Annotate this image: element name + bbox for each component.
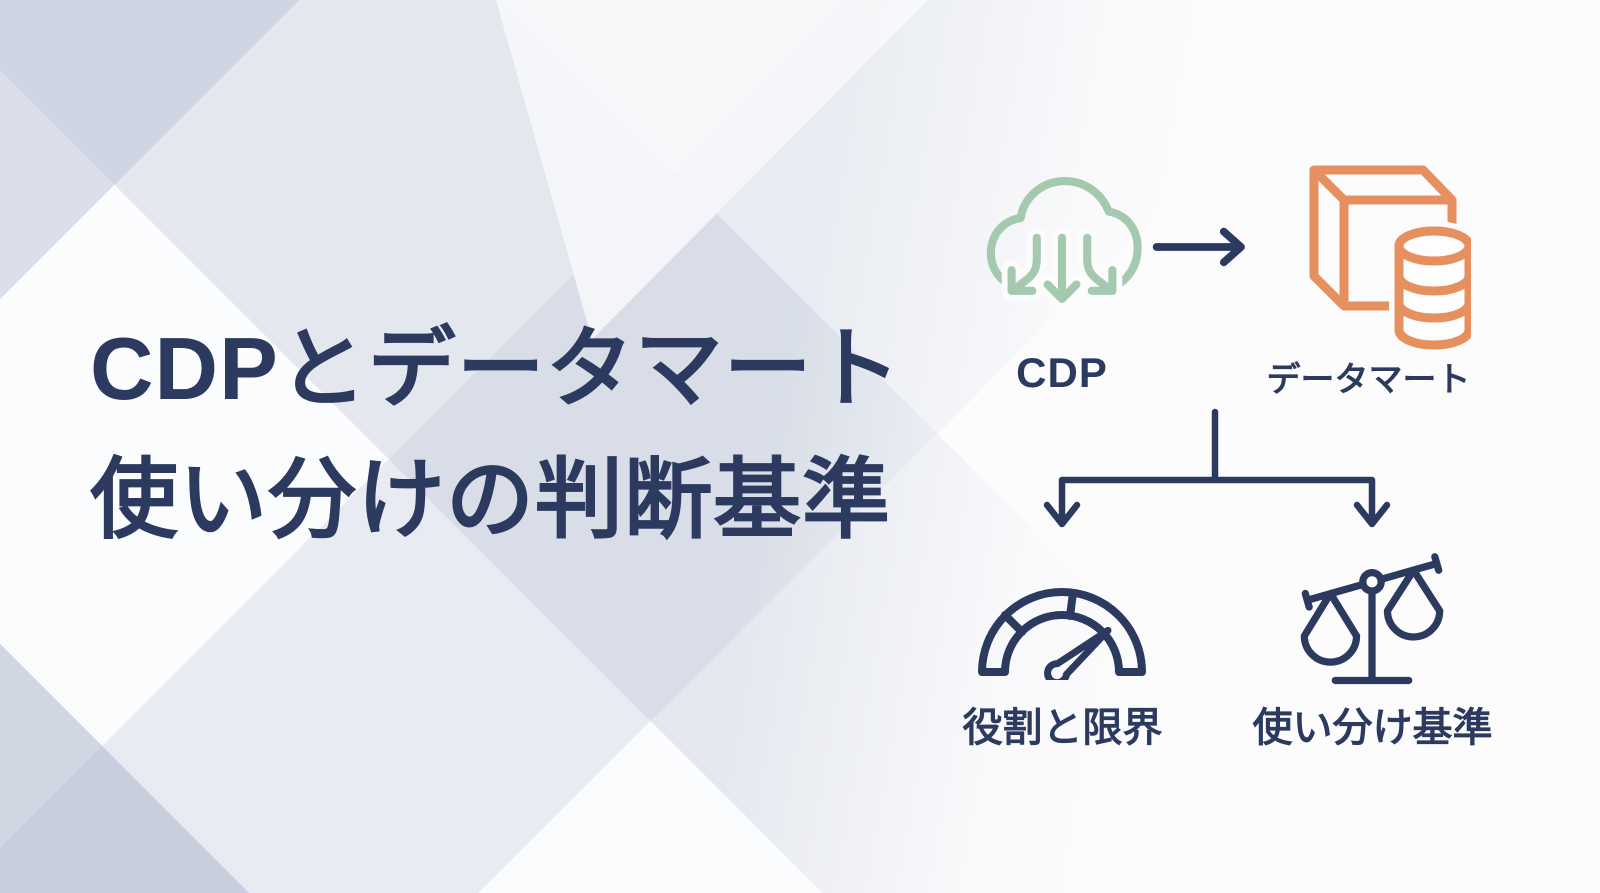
gauge-needle [1044, 626, 1112, 680]
arrow-right-icon [1152, 227, 1245, 267]
datamart-label: データマート [1266, 361, 1471, 399]
gauge-icon [978, 588, 1146, 680]
roles-label: 役割と限界 [962, 706, 1163, 750]
title-line-1: CDPとデータマート [90, 319, 902, 418]
database-cylinder [1389, 221, 1471, 353]
scale-pivot [1359, 569, 1385, 595]
branch-connector-icon [1043, 408, 1391, 528]
cdp-label: CDP [1016, 349, 1108, 396]
cloud-download-icon [986, 177, 1142, 309]
criteria-label: 使い分け基準 [1252, 706, 1493, 750]
cube-database-icon [1309, 165, 1471, 353]
page-title: CDPとデータマート 使い分けの判断基準 [90, 303, 902, 565]
download-arrows [1001, 227, 1123, 309]
title-line-2: 使い分けの判断基準 [90, 450, 892, 549]
balance-scale-icon [1300, 553, 1444, 685]
